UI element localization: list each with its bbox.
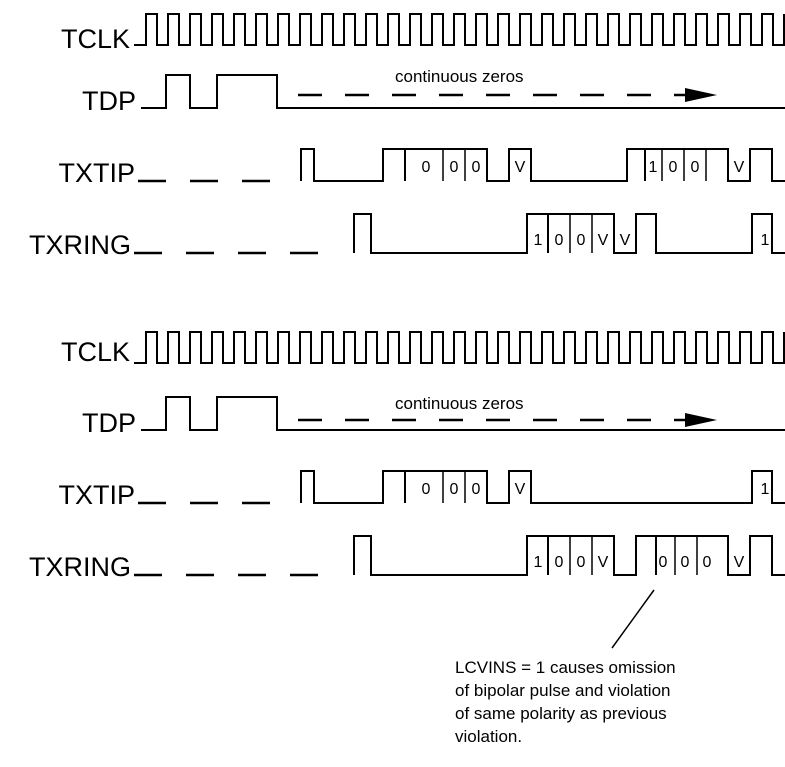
txtip-bit-4: V xyxy=(508,149,526,181)
tdp-label: TDP xyxy=(82,86,136,116)
annotation-pointer-line xyxy=(611,589,655,649)
bit-label: 0 xyxy=(577,554,586,571)
bit-label: V xyxy=(515,159,526,176)
bit-label: V xyxy=(734,159,745,176)
bit-label: 1 xyxy=(649,159,658,176)
bit-label: V xyxy=(598,232,609,249)
tdp-label: TDP xyxy=(82,408,136,438)
tclk-label: TCLK xyxy=(61,24,130,54)
txring-bit-3: 0 xyxy=(577,214,593,253)
bit-label: 1 xyxy=(534,554,543,571)
bit-label: 0 xyxy=(450,481,459,498)
bit-label: 1 xyxy=(761,481,770,498)
txring-bit-2: 0 xyxy=(555,214,571,253)
bit-label: 0 xyxy=(681,554,690,571)
txring-bit-7: 0 xyxy=(703,536,729,575)
txring-label: TXRING xyxy=(29,230,131,260)
txtip-bit-1: 0 xyxy=(422,471,444,503)
continuous-zeros-label: continuous zeros xyxy=(395,67,524,86)
note-line-2: of bipolar pulse and violation xyxy=(455,681,670,700)
txring-bit-6: 1 xyxy=(761,232,770,249)
txring-bit-5: 0 xyxy=(659,536,676,575)
tclk-waveform xyxy=(134,331,785,364)
txtip-label: TXTIP xyxy=(58,480,135,510)
bit-label: 1 xyxy=(534,232,543,249)
txtip-bit-4: V xyxy=(508,471,526,503)
txtip-bit-8: V xyxy=(734,159,745,176)
bit-label: 0 xyxy=(691,159,700,176)
tdp-waveform xyxy=(141,396,785,431)
note-line-4: violation. xyxy=(455,727,522,746)
bit-label: V xyxy=(734,554,745,571)
txtip-waveform xyxy=(300,470,785,504)
bit-label: 1 xyxy=(761,232,770,249)
txtip-bit-3: 0 xyxy=(472,149,488,181)
txtip-bit-1: 0 xyxy=(422,149,444,181)
continuous-zeros-arrow xyxy=(298,88,717,102)
tdp-waveform xyxy=(141,74,785,109)
bit-label: 0 xyxy=(577,232,586,249)
bit-label: 0 xyxy=(555,554,564,571)
txtip-bit-6: 0 xyxy=(669,149,685,181)
txtip-waveform xyxy=(300,148,785,182)
txring-bit-4: V xyxy=(598,214,615,253)
bit-label: 0 xyxy=(472,159,481,176)
note-line-3: of same polarity as previous xyxy=(455,704,667,723)
txtip-bit-3: 0 xyxy=(472,471,488,503)
continuous-zeros-arrow xyxy=(298,413,717,427)
bit-label: 0 xyxy=(422,481,431,498)
bit-label: V xyxy=(515,481,526,498)
txring-bit-5: V xyxy=(620,232,631,249)
txring-label: TXRING xyxy=(29,552,131,582)
txtip-bit-2: 0 xyxy=(450,471,466,503)
continuous-zeros-label: continuous zeros xyxy=(395,394,524,413)
txtip-bit-7: 0 xyxy=(691,149,707,181)
bit-label: 0 xyxy=(450,159,459,176)
txtip-bit-5: 1 xyxy=(761,481,770,498)
txring-bit-8: V xyxy=(734,554,745,571)
bit-label: 0 xyxy=(472,481,481,498)
panel-2: TCLK TDP continuous zeros TXTIP 0 0 0 V xyxy=(29,331,785,746)
bit-label: 0 xyxy=(659,554,668,571)
tclk-waveform xyxy=(134,13,785,46)
tclk-label: TCLK xyxy=(61,337,130,367)
txring-bit-3: 0 xyxy=(577,536,593,575)
txring-bit-6: 0 xyxy=(681,536,698,575)
txring-bit-1: 1 xyxy=(534,232,543,249)
txring-bit-2: 0 xyxy=(555,536,571,575)
annotation-note: LCVINS = 1 causes omission of bipolar pu… xyxy=(455,658,676,746)
bit-label: 0 xyxy=(669,159,678,176)
txring-bit-1: 1 xyxy=(534,554,543,571)
panel-1: TCLK TDP continuous zeros TXTIP 0 0 0 V xyxy=(29,13,785,260)
note-line-1: LCVINS = 1 causes omission xyxy=(455,658,676,677)
txtip-bit-2: 0 xyxy=(450,149,466,181)
txtip-label: TXTIP xyxy=(58,158,135,188)
bit-label: V xyxy=(620,232,631,249)
bit-label: 0 xyxy=(555,232,564,249)
txtip-bit-5: 1 xyxy=(649,149,663,181)
bit-label: V xyxy=(598,554,609,571)
txring-bit-4: V xyxy=(598,536,615,575)
bit-label: 0 xyxy=(422,159,431,176)
bit-label: 0 xyxy=(703,554,712,571)
